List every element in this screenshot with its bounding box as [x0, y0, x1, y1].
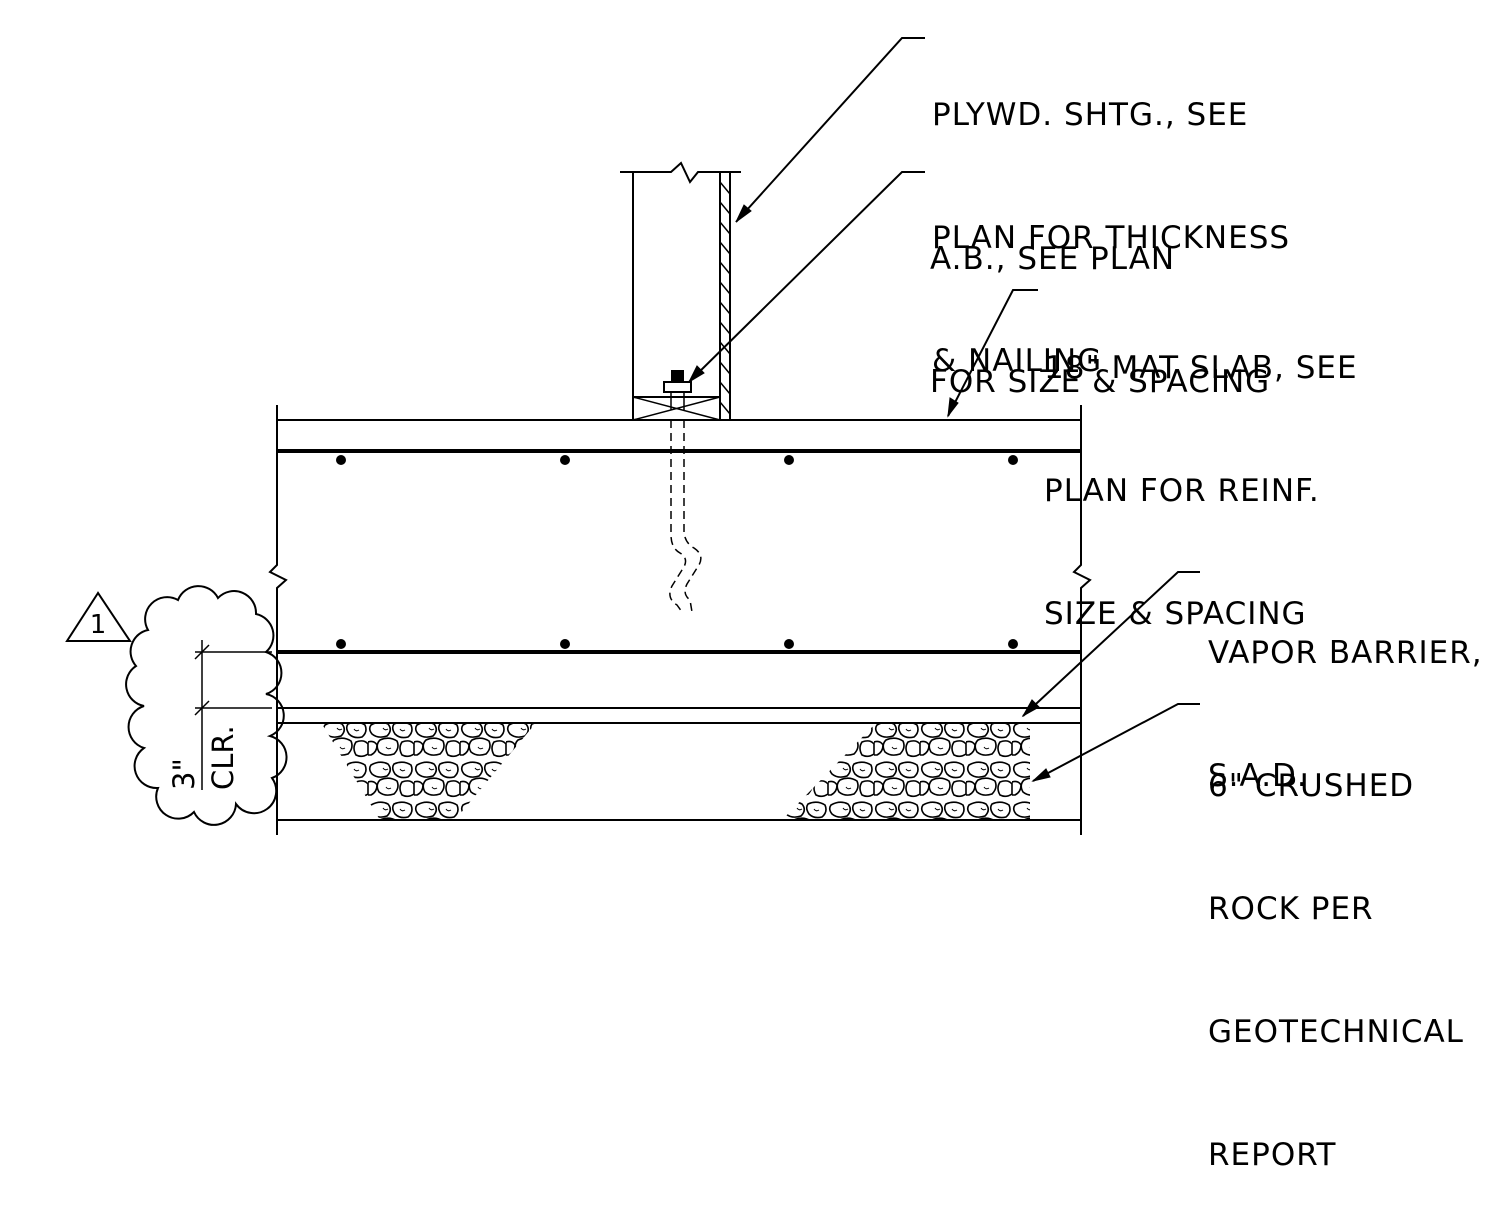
rebar-dot — [336, 639, 346, 649]
crushed-rock-note: 6" CRUSHED ROCK PER GEOTECHNICAL REPORT — [1208, 684, 1464, 1217]
revision-number: 1 — [90, 610, 107, 640]
revision-cloud — [125, 585, 288, 826]
dimension-label: CLR. — [206, 725, 240, 790]
revision-triangle: 1 — [65, 591, 132, 642]
rebar-dot — [1008, 639, 1018, 649]
sill-plate — [632, 396, 721, 421]
note-line: FOR SIZE & SPACING — [930, 364, 1271, 400]
mat-slab-note: 18" MAT SLAB, SEE PLAN FOR REINF. SIZE &… — [1044, 266, 1358, 676]
anchor-bolt-embed-right — [683, 420, 702, 613]
note-line: PLYWD. SHTG., SEE — [932, 97, 1249, 133]
note-line: A.B., SEE PLAN — [930, 241, 1176, 277]
mat-slab — [268, 405, 1092, 835]
anchor-bolt — [663, 370, 702, 613]
sheathing-leader — [735, 37, 925, 223]
anchor-bolt-note: A.B., SEE PLAN FOR SIZE & SPACING — [930, 157, 1270, 444]
anchor-bolt-leader — [688, 171, 925, 383]
gravel-patch-left — [322, 724, 535, 820]
wall-break-line — [620, 161, 741, 184]
anchor-bolt-leader-arrow — [687, 365, 705, 384]
anchor-bolt-embed-left — [669, 420, 687, 613]
rebar-dot — [560, 639, 570, 649]
anchor-bolt-washer — [663, 381, 692, 393]
dimension-tick-bottom — [194, 700, 210, 716]
stud-wall — [620, 161, 741, 421]
crushed-rock-leader — [1032, 703, 1200, 782]
rebar-dot — [784, 639, 794, 649]
rebar-dot — [336, 455, 346, 465]
clear-cover-dimension — [194, 640, 272, 790]
sheathing-note: PLYWD. SHTG., SEE PLAN FOR THICKNESS & N… — [932, 13, 1290, 423]
rebar-dot — [560, 455, 570, 465]
note-line: SIZE & SPACING — [1044, 596, 1307, 632]
note-line: PLAN FOR THICKNESS — [932, 220, 1291, 256]
mat-slab-leader-arrow — [947, 397, 959, 418]
note-line: PLAN FOR REINF. — [1044, 473, 1320, 509]
vapor-barrier-note: VAPOR BARRIER, S.A.D. — [1208, 551, 1483, 838]
rebar-dot — [784, 455, 794, 465]
dimension-value: 3" — [167, 758, 201, 790]
sill-plate-cross-b — [632, 396, 721, 421]
mat-slab-leader — [947, 289, 1038, 417]
crushed-rock-leader-arrow — [1031, 768, 1051, 782]
note-line: REPORT — [1208, 1137, 1337, 1173]
dimension-tick-top — [194, 644, 210, 660]
note-line: 6" CRUSHED — [1208, 768, 1415, 804]
slab-right-break-edge — [1072, 405, 1092, 835]
leaders — [687, 37, 1200, 782]
revision-triangle-outline — [65, 591, 132, 642]
gravel-patch-right — [782, 724, 1030, 820]
vapor-barrier-leader-arrow — [1021, 699, 1040, 718]
slab-detail-drawing: 1 3" CLR. — [65, 37, 1200, 835]
vapor-barrier-leader — [1022, 571, 1200, 717]
note-line: GEOTECHNICAL — [1208, 1014, 1464, 1050]
note-line: S.A.D. — [1208, 758, 1308, 794]
slab-left-break-edge — [268, 405, 288, 835]
note-line: 18" MAT SLAB, SEE — [1044, 350, 1358, 386]
note-line: VAPOR BARRIER, — [1208, 635, 1483, 671]
sheathing-leader-arrow — [735, 204, 752, 223]
note-line: ROCK PER — [1208, 891, 1374, 927]
rebar-dot — [1008, 455, 1018, 465]
anchor-bolt-nut — [671, 370, 684, 383]
note-line: & NAILING — [932, 343, 1103, 379]
sheathing-hatch — [719, 181, 731, 415]
crushed-rock-hatch — [322, 724, 1030, 820]
rebar-dots — [336, 455, 1018, 649]
